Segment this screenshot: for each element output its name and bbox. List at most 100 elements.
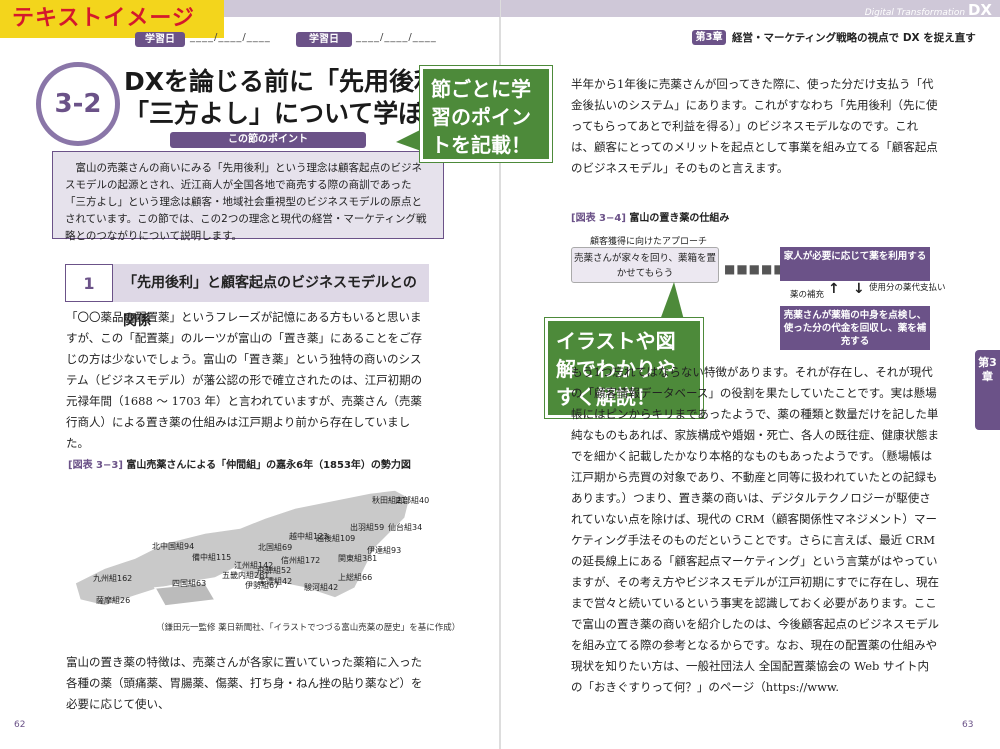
brand-mark: Digital Transformation DX — [865, 1, 992, 19]
left-body-paragraph-2: 富山の置き薬の特徴は、売薬さんが各家に置いていった薬箱に入った各種の薬（頭痛薬、… — [66, 655, 423, 711]
map-region-name: 越中組 — [289, 532, 313, 541]
map-region-name: 四国組 — [172, 579, 196, 588]
brand-small-text: Digital Transformation — [864, 8, 966, 18]
map-region-count: 63 — [196, 579, 207, 588]
map-region-name: 伊勢組 — [245, 581, 269, 590]
map-region-count: 66 — [362, 573, 373, 582]
map-region-count: 34 — [412, 523, 423, 532]
map-region-label: 美濃組42 — [258, 576, 292, 587]
map-region-count: 26 — [120, 596, 131, 605]
flow-box-use: 家人が必要に応じて薬を利用する — [780, 247, 930, 281]
map-region-label: 出羽組59 — [350, 522, 384, 533]
map-region-count: 381 — [362, 554, 378, 563]
flow-box-visit: 売薬さんが家々を回り、薬箱を置かせてもらう — [571, 247, 719, 283]
page-number-right: 63 — [962, 720, 974, 730]
study-date-line-2: ____/____/____ — [356, 32, 437, 43]
map-region-label: 仙台組34 — [388, 522, 422, 533]
right-body-paragraph-0: 半年から1年後に売薬さんが回ってきた際に、使った分だけ支払う「代金後払いのシステ… — [571, 77, 938, 175]
page-number-left: 62 — [14, 720, 26, 730]
map-region-name: 関東組 — [338, 554, 362, 563]
page-spine — [499, 0, 501, 749]
map-region-label: 南部組40 — [395, 495, 429, 506]
map-region-count: 59 — [374, 523, 385, 532]
map-region-label: 関東組381 — [338, 553, 377, 564]
figure-3-4-title: 富山の置き薬の仕組み — [629, 213, 730, 224]
map-region-name: 信州組 — [281, 556, 305, 565]
right-header-bar: Digital Transformation DX — [501, 0, 1000, 19]
map-region-label: 越後組109 — [316, 533, 355, 544]
map-region-count: 69 — [282, 543, 293, 552]
map-region-label: 越中組123 — [289, 531, 328, 542]
point-heading: この節のポイント — [170, 132, 366, 148]
map-region-name: 五畿内組 — [222, 571, 254, 580]
map-region-count: 261 — [254, 571, 270, 580]
map-region-name: 仙台組 — [388, 523, 412, 532]
brand-big-text: DX — [967, 1, 992, 19]
map-region-count: 52 — [281, 566, 292, 575]
map-region-label: 備中組115 — [192, 552, 231, 563]
study-date-pill-2: 学習日 — [296, 32, 352, 47]
map-region-name: 駿河組 — [304, 583, 328, 592]
flow-arrow-dotted: ■■■■■▶ — [724, 262, 796, 276]
map-region-name: 秋田組 — [372, 496, 396, 505]
map-region-count: 94 — [184, 542, 195, 551]
map-region-label: 飛騨組52 — [257, 565, 291, 576]
map-region-name: 美濃組 — [258, 577, 282, 586]
figure-3-4-caption: [図表 3−4] 富山の置き薬の仕組み — [571, 209, 729, 224]
subsection-number: 1 — [65, 264, 113, 302]
map-region-label: 五畿内組261 — [222, 570, 269, 581]
study-date-pill-1: 学習日 — [135, 32, 185, 47]
figure-3-3-title: 富山売薬さんによる「仲間組」の嘉永6年（1853年）の勢力図 — [126, 460, 411, 471]
map-region-label: 江州組142 — [234, 560, 273, 571]
running-header-title: 経営・マーケティング戦略の視点で DX を捉え直す — [732, 32, 976, 44]
map-region-label: 信州組172 — [281, 555, 320, 566]
map-region-name: 薩摩組 — [96, 596, 120, 605]
section-number: 3-2 — [54, 89, 102, 119]
callout-right: イラストや図解でわかりやすく解説！ — [545, 318, 703, 418]
map-region-name: 南部組 — [395, 496, 419, 505]
map-region-name: 江州組 — [234, 561, 258, 570]
japan-map — [74, 489, 411, 607]
map-region-count: 67 — [269, 581, 280, 590]
map-region-label: 九州組162 — [93, 573, 132, 584]
map-region-label: 北国組69 — [258, 542, 292, 553]
sample-tag: テキストイメージ — [0, 0, 224, 38]
left-body-paragraph-1: 「〇〇薬品の配置薬」というフレーズが記憶にある方もいると思いますが、この「配置薬… — [66, 310, 423, 450]
map-region-count: 40 — [419, 496, 430, 505]
map-region-count: 42 — [282, 577, 293, 586]
map-region-name: 伊達組 — [367, 546, 391, 555]
subsection-title: 「先用後利」と顧客起点のビジネスモデルとの関係 — [113, 264, 429, 329]
figure-3-3-label: [図表 3−3] — [68, 460, 123, 471]
map-region-label: 駿河組42 — [304, 582, 338, 593]
map-region-count: 115 — [216, 553, 232, 562]
map-region-label: 上総組66 — [338, 572, 372, 583]
map-region-count: 93 — [391, 546, 402, 555]
map-region-name: 北国組 — [258, 543, 282, 552]
figure-3-3-credit: （鎌田元一監修 薬日新聞社、「イラストでつづる富山売薬の歴史」を基に作成） — [156, 623, 461, 633]
map-region-name: 北中国組 — [152, 542, 184, 551]
point-box: 富山の売薬さんの商いにみる「先用後利」という理念は顧客起点のビジネスモデルの起源… — [52, 151, 444, 242]
arrow-up-icon: ↑ — [828, 281, 840, 297]
map-region-name: 上総組 — [338, 573, 362, 582]
map-region-count: 109 — [340, 534, 356, 543]
map-region-name: 九州組 — [93, 574, 117, 583]
map-region-label: 伊勢組67 — [245, 580, 279, 591]
map-region-name: 備中組 — [192, 553, 216, 562]
map-region-name: 越後組 — [316, 534, 340, 543]
figure-3-4-subtitle: 顧客獲得に向けたアプローチ — [590, 237, 708, 247]
figure-3-4-label: [図表 3−4] — [571, 213, 626, 224]
flow-label-pay: 使用分の薬代支払い — [869, 283, 946, 293]
left-header-bar — [224, 0, 500, 17]
arrow-down-icon: ↓ — [853, 281, 865, 297]
right-body-paragraph-1: もう1つ忘れてはならない特徴があります。それが存在し、それが現代の「顧客情報デー… — [571, 365, 939, 694]
map-region-count: 172 — [305, 556, 321, 565]
map-region-count: 142 — [258, 561, 274, 570]
map-region-label: 伊達組93 — [367, 545, 401, 556]
figure-3-3-caption: [図表 3−3] 富山売薬さんによる「仲間組」の嘉永6年（1853年）の勢力図 — [68, 456, 411, 471]
map-region-count: 123 — [313, 532, 329, 541]
callout-left: 節ごとに学習のポイントを記載！ — [420, 66, 552, 162]
chapter-pill: 第3章 — [692, 30, 726, 45]
section-title-line2: 「三方よし」について学ぼう — [124, 99, 449, 128]
map-region-count: 21 — [396, 496, 407, 505]
map-region-count: 42 — [328, 583, 339, 592]
